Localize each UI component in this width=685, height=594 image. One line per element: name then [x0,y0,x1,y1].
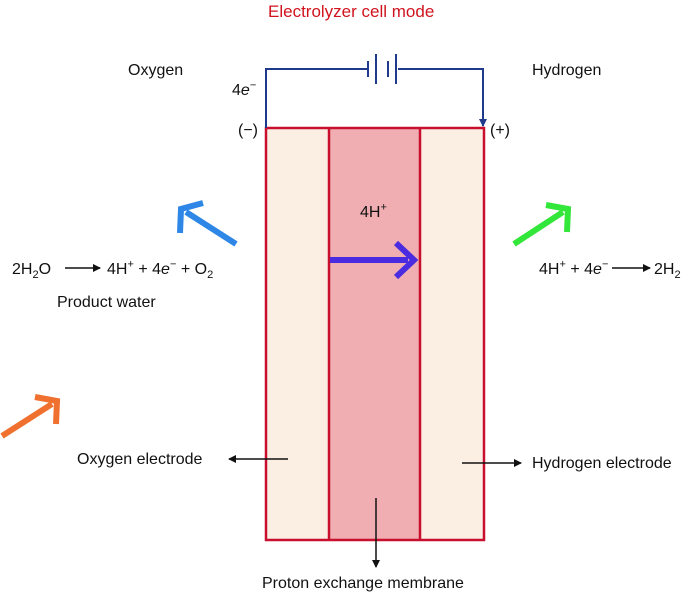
proton-label: 4H+ [360,201,387,221]
hydrogen-outflow-arrow [512,202,572,247]
diagram-title: Electrolyzer cell mode [268,2,435,21]
cell-outline [264,126,486,542]
anode-reactant: 2H2O [12,261,52,282]
oxygen-outflow-arrow [177,200,238,247]
positive-terminal-label: (+) [490,122,510,139]
oxygen-electrode-region [266,128,329,540]
proton-arrow [330,240,419,280]
anode-products: 4H+ + 4e− + O2 [107,258,214,282]
product-water-label: Product water [57,294,156,311]
negative-terminal-label: (−) [238,122,258,139]
oxygen-label: Oxygen [128,62,184,79]
hydrogen-electrode-label: Hydrogen electrode [532,455,672,472]
membrane-label: Proton exchange membrane [262,575,464,592]
hydrogen-label: Hydrogen [532,62,602,79]
external-circuit-right [398,68,487,127]
water-inflow-arrow [0,394,61,439]
cathode-product: 2H2 [654,261,681,282]
oxygen-electrode-label: Oxygen electrode [77,451,203,468]
cathode-reactants: 4H+ + 4e− [539,258,609,278]
external-circuit-left [265,68,367,128]
hydrogen-electrode-region [420,128,484,540]
electron-flow-label: 4e− [232,79,257,99]
membrane-region [329,128,420,540]
